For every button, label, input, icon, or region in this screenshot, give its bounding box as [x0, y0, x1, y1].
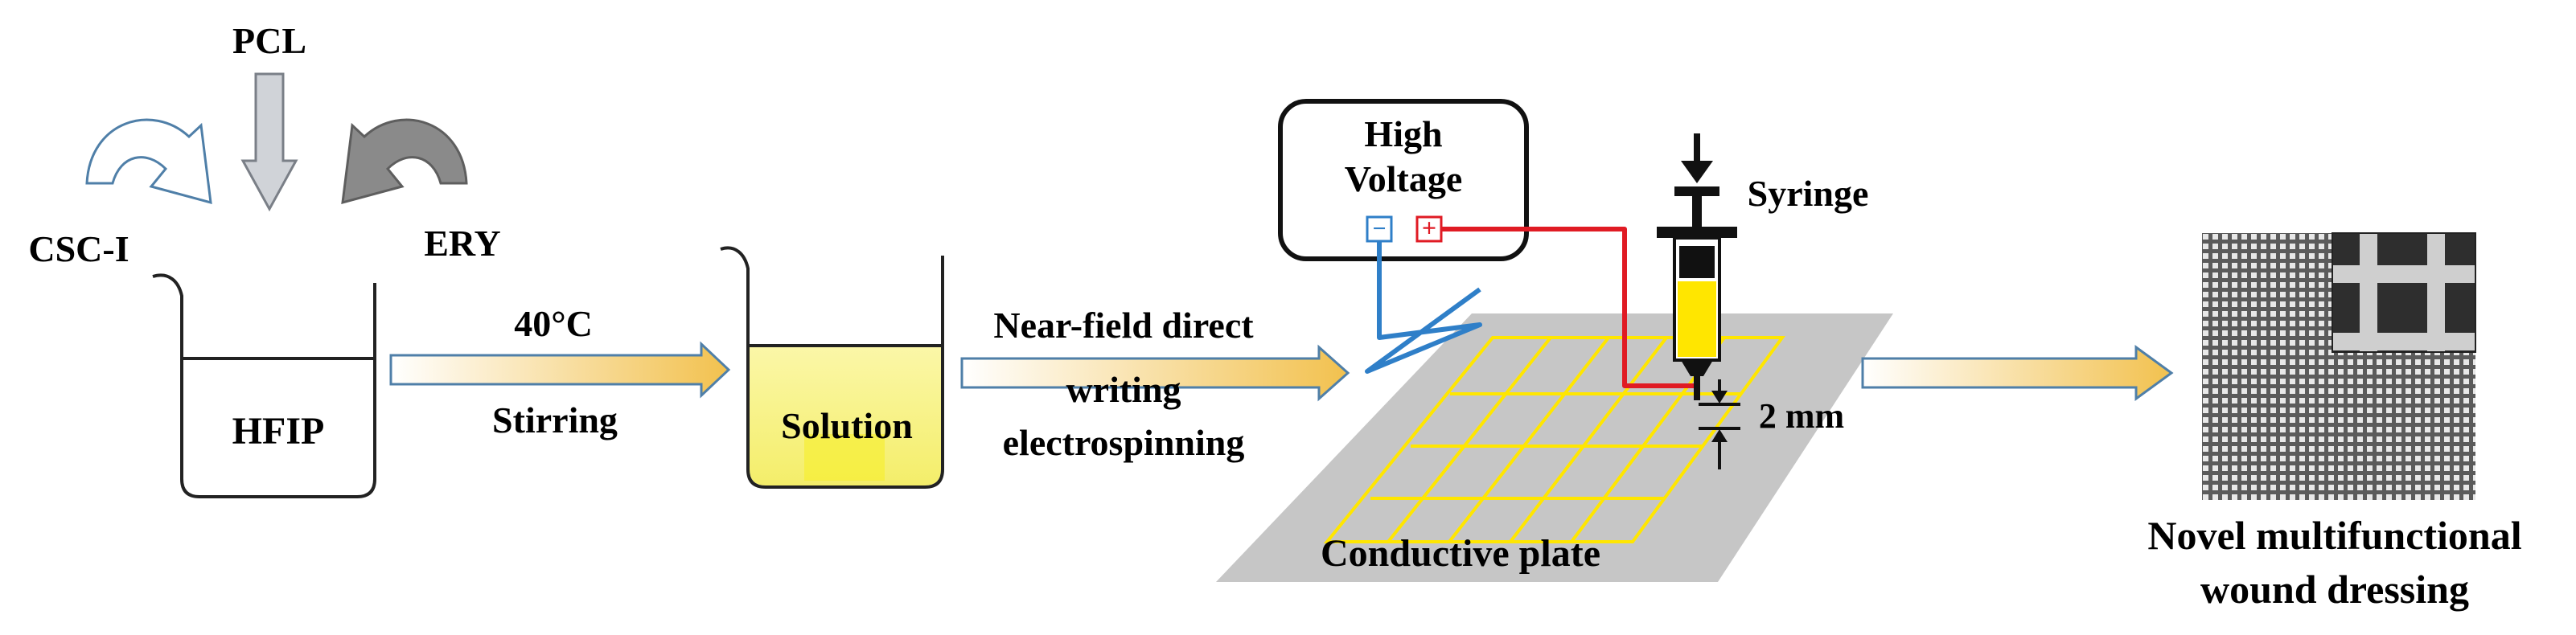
- gap-label: 2 mm: [1759, 396, 1844, 436]
- syringe-fluid: [1678, 281, 1716, 357]
- ery-curved-arrow-icon: [341, 118, 468, 205]
- process-label-line2: writing: [1066, 369, 1181, 410]
- electrospinning-step: Near-field direct writing electrospinnin…: [960, 305, 1350, 463]
- gap-indicator: [1699, 379, 1740, 469]
- ery-label: ERY: [424, 223, 501, 264]
- process-arrow-2: [960, 344, 1350, 402]
- negative-terminal-sign: −: [1372, 215, 1386, 242]
- csc-curved-arrow-icon: [85, 118, 212, 205]
- solution-highlight: [804, 434, 885, 481]
- electrospinning-setup: Conductive plate High Voltage − +: [1216, 99, 1893, 582]
- ingredients-group: PCL CSC-I ERY HFIP: [28, 20, 501, 498]
- mesh-inset-image: [2332, 232, 2476, 353]
- csc-label: CSC-I: [28, 228, 129, 269]
- plate-label: Conductive plate: [1321, 532, 1600, 575]
- pcl-down-arrow-icon: [240, 72, 298, 212]
- process-label-line1: Near-field direct: [993, 305, 1254, 346]
- process-label-line3: electrospinning: [1003, 422, 1245, 463]
- stirring-step: 40°C Stirring: [389, 303, 731, 440]
- hfip-label: HFIP: [232, 410, 325, 453]
- solution-fill: [750, 346, 941, 485]
- product-label-line2: wound dressing: [2200, 567, 2469, 612]
- solution-label: Solution: [781, 405, 913, 446]
- process-arrow-3: [1861, 345, 2174, 401]
- positive-terminal-sign: +: [1422, 213, 1436, 242]
- solution-beaker-group: Solution: [720, 246, 944, 489]
- voltage-label: Voltage: [1345, 158, 1463, 199]
- high-voltage-box-icon: [1278, 99, 1529, 261]
- negative-wire: [1365, 241, 1482, 374]
- high-label: High: [1364, 113, 1442, 154]
- negative-terminal: [1366, 215, 1393, 243]
- positive-wire: [1441, 227, 1695, 388]
- process-arrow-1: [389, 341, 731, 399]
- temperature-label: 40°C: [514, 303, 593, 344]
- beaker-icon: [152, 273, 376, 498]
- syringe-icon: [1657, 133, 1737, 400]
- product-label-line1: Novel multifunctional: [2147, 513, 2521, 558]
- stirring-label: Stirring: [492, 399, 618, 440]
- wound-dressing-image: [2202, 232, 2476, 500]
- pcl-label: PCL: [232, 20, 306, 61]
- syringe-label: Syringe: [1748, 173, 1869, 214]
- beaker-icon: [720, 246, 944, 489]
